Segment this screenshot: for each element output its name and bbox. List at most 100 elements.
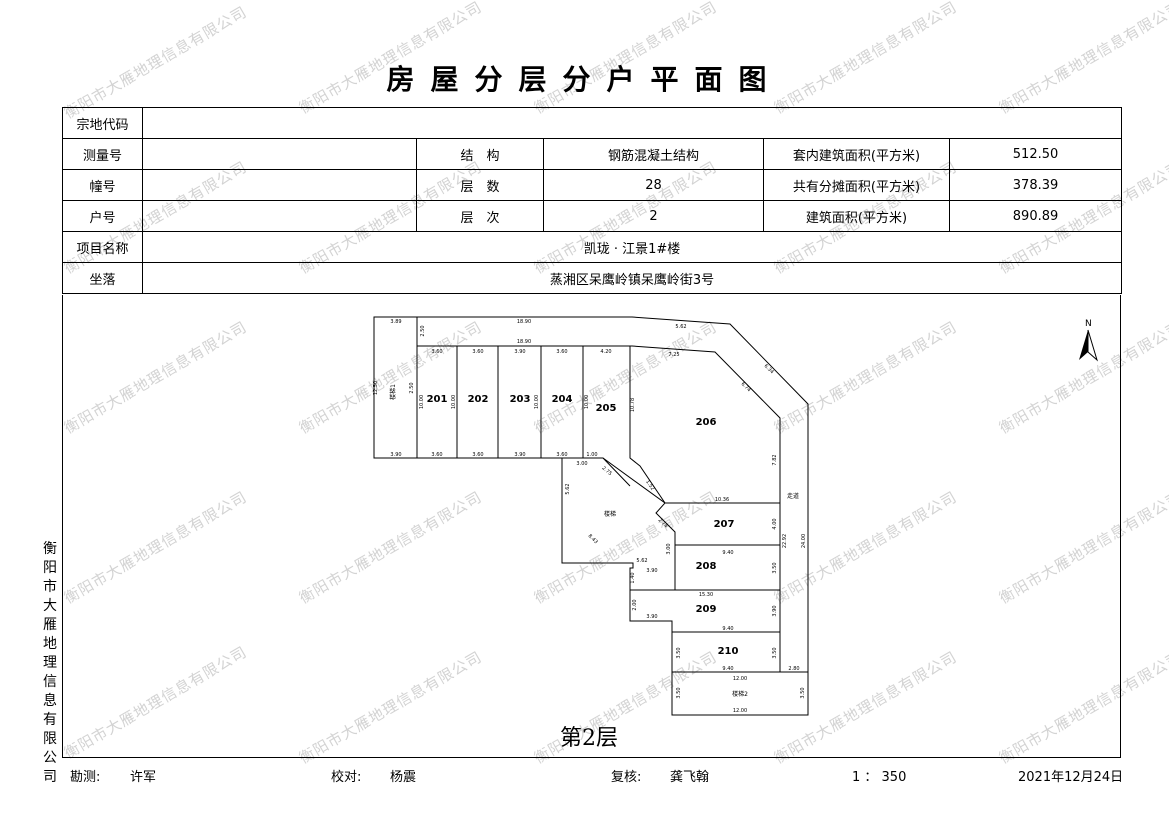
zuoluo-label: 坐落 (62, 262, 143, 294)
dim-label: 5.62 (636, 558, 647, 564)
dim-label: 2.74 (657, 517, 669, 529)
zhuang-value (142, 169, 417, 201)
dim-label: 3.50 (800, 687, 806, 698)
dim-label: 10.00 (584, 395, 590, 409)
dim-label: 2.80 (788, 666, 799, 672)
jiaodui-name: 杨震 (390, 770, 417, 785)
dim-label: 2.50 (409, 382, 415, 393)
dim-label: 3.60 (556, 452, 567, 458)
room-205: 205 (596, 403, 617, 414)
cengshu-label: 层 数 (416, 169, 544, 201)
dim-label: 7.25 (668, 352, 679, 358)
room-210: 210 (718, 646, 739, 657)
dim-label: 3.50 (772, 647, 778, 658)
dim-label: 1.52 (644, 479, 655, 492)
dim-label: 3.60 (472, 452, 483, 458)
north-arrow-icon: N (1079, 319, 1098, 362)
dim-label: 3.90 (390, 452, 401, 458)
fuhe-label: 复核: (611, 770, 642, 785)
xiangmu-value: 凯珑 · 江景1#楼 (141, 231, 1123, 263)
table-row: 项目名称 凯珑 · 江景1#楼 (62, 231, 1123, 263)
table-row: 户号 层 次 2 建筑面积(平方米) 890.89 (62, 200, 1123, 232)
dim-label: 2.75 (600, 465, 612, 477)
date-text: 2021年12月24日 (1018, 770, 1124, 785)
jianzhu-value: 890.89 (948, 200, 1123, 232)
north-label: N (1085, 319, 1092, 329)
dim-label: 7.82 (772, 454, 778, 465)
dim-label: 3.60 (431, 452, 442, 458)
dim-label: 6.74 (740, 381, 752, 393)
zongdi-label: 宗地代码 (62, 107, 143, 139)
dim-label: 2.00 (632, 599, 638, 610)
dim-label: 4.20 (600, 349, 611, 355)
dim-label: 3.90 (514, 349, 525, 355)
dim-label: 10.78 (630, 398, 636, 412)
dim-label: 18.90 (517, 319, 531, 325)
dim-label: 3.90 (646, 568, 657, 574)
jiaodui-label: 校对: (331, 770, 362, 785)
dim-label: 3.50 (676, 647, 682, 658)
kance-label: 勘测: (70, 770, 101, 785)
kance-name: 许军 (130, 770, 157, 785)
table-row: 幢号 层 数 28 共有分摊面积(平方米) 378.39 (62, 169, 1123, 201)
floor-label: 第2层 (560, 726, 618, 751)
dim-label: 22.92 (782, 534, 788, 548)
dim-label: 2.50 (420, 325, 426, 336)
dim-label: 4.00 (772, 518, 778, 529)
room-202: 202 (468, 394, 489, 405)
jianzhu-label: 建筑面积(平方米) (763, 200, 950, 232)
dim-label: 6.34 (763, 363, 775, 375)
stair2-label: 楼梯2 (732, 690, 748, 698)
dim-label: 5.62 (675, 324, 686, 330)
dim-label: 12.00 (733, 676, 747, 682)
dim-label: 10.36 (715, 497, 729, 503)
dim-label: 10.00 (419, 395, 425, 409)
dim-label: 3.90 (772, 605, 778, 616)
dim-label: 24.00 (801, 534, 807, 548)
page-title: 房屋分层分户平面图 (386, 63, 783, 96)
dim-label: 9.40 (722, 626, 733, 632)
corridor-inner-wall (416, 317, 781, 672)
dim-label: 3.00 (576, 461, 587, 467)
zuoluo-value: 蒸湘区呆鹰岭镇呆鹰岭街3号 (141, 262, 1123, 294)
cengci-label: 层 次 (416, 200, 544, 232)
drawing-frame (62, 295, 1121, 758)
dim-label: 18.90 (517, 339, 531, 345)
dim-label: 3.90 (646, 614, 657, 620)
room-207: 207 (714, 519, 735, 530)
room-201: 201 (427, 394, 448, 405)
dim-label: 3.90 (514, 452, 525, 458)
gongyou-label: 共有分摊面积(平方米) (763, 169, 950, 201)
dim-label: 3.89 (390, 319, 401, 325)
corridor-label: 走道 (787, 492, 799, 500)
taonei-label: 套内建筑面积(平方米) (763, 138, 950, 170)
stair1-label: 楼梯1 (389, 384, 397, 400)
table-row: 测量号 结 构 钢筋混凝土结构 套内建筑面积(平方米) 512.50 (62, 138, 1123, 170)
stair-mid-label: 楼梯 (604, 510, 616, 518)
interior-wall (629, 346, 666, 504)
dim-label: 10.00 (451, 395, 457, 409)
table-row: 坐落 蒸湘区呆鹰岭镇呆鹰岭街3号 (62, 262, 1123, 294)
room-206: 206 (696, 417, 717, 428)
dim-label: 5.62 (565, 483, 571, 494)
fuhe-name: 龚飞翰 (670, 770, 710, 785)
stair-wall (602, 457, 676, 563)
dim-label: 3.60 (472, 349, 483, 355)
info-table: 宗地代码 测量号 结 构 钢筋混凝土结构 套内建筑面积(平方米) 512.50 … (62, 107, 1123, 294)
room-203: 203 (510, 394, 531, 405)
dim-label: 9.40 (722, 550, 733, 556)
dim-label: 10.00 (534, 395, 540, 409)
zhuang-label: 幢号 (62, 169, 143, 201)
room-208: 208 (696, 561, 717, 572)
dim-label: 1.40 (630, 572, 636, 583)
building-outline (373, 316, 809, 716)
dim-label: 3.60 (556, 349, 567, 355)
dim-label: 3.00 (666, 543, 672, 554)
room-204: 204 (552, 394, 573, 405)
scale-text: 1 ： 350 (852, 770, 907, 785)
dim-label: 12.50 (373, 381, 379, 395)
dim-label: 3.60 (431, 349, 442, 355)
dim-label: 8.43 (587, 533, 599, 545)
company-vertical-label: 衡阳市大雁地理信息有限公司 (43, 541, 57, 785)
